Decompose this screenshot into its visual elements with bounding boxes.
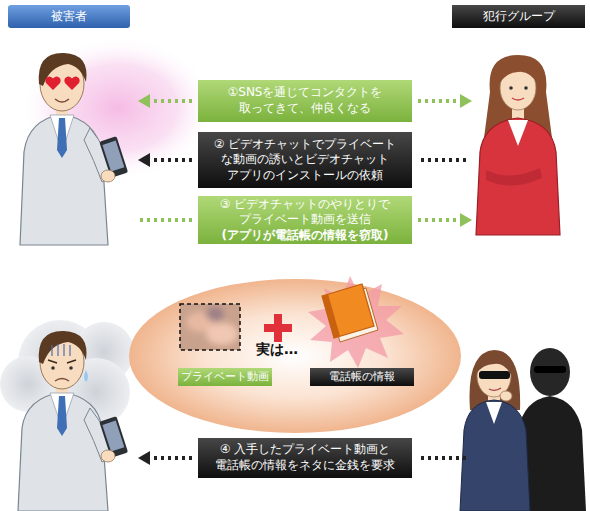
phonebook (322, 284, 378, 342)
actor-label: 犯行グループ (452, 5, 585, 28)
dotted-arrow-line (418, 218, 460, 222)
arrow-head (138, 94, 150, 108)
burst (308, 276, 404, 368)
plus-bar (264, 324, 292, 332)
thumbnail-bg (180, 304, 240, 350)
eye (509, 86, 513, 90)
smirk (489, 388, 501, 390)
hand (101, 170, 115, 182)
tie (57, 396, 67, 436)
arm (486, 168, 542, 186)
revelation-ellipse: 実は… プライベート動画 電話帳の情報 (128, 278, 462, 434)
shock-line (51, 345, 52, 356)
phone-screen (102, 421, 124, 452)
book-spine (322, 294, 340, 338)
red-suit (476, 118, 560, 235)
node-text: ② ビデオチャットでプライベート な動画の誘いとビデオチャット アプリのインスト… (206, 137, 404, 184)
eye (524, 86, 528, 90)
step-box: ④ 入手したプライベート動画と 電話帳の情報をネタに金銭を要求 (198, 438, 412, 478)
victim-happy-figure (20, 36, 216, 245)
arrow-head (138, 153, 150, 167)
step-box: ①SNSを通じてコンタクトを 取ってきて、仲良くなる (198, 80, 412, 122)
sunglasses (479, 371, 510, 379)
item-label: 電話帳の情報 (310, 368, 414, 386)
dashed-frame (180, 304, 240, 350)
shock-line (63, 344, 64, 356)
dotted-arrow-line (150, 456, 192, 460)
blur-blob (206, 307, 224, 321)
blur-blob (186, 312, 214, 332)
smile (512, 98, 524, 100)
victim-shocked-figure (0, 320, 134, 511)
hand (101, 450, 115, 462)
dotted-arrow-line (150, 99, 192, 103)
brows (48, 360, 76, 363)
dark-man-head (530, 348, 570, 396)
node-text: (アプリが電話帳の情報を窃取) (222, 228, 389, 244)
dotted-arrow-line (418, 456, 466, 460)
node-text: ③ ビデオチャットのやりとりで プライベート動画を送信 (206, 197, 404, 228)
shock-line (57, 344, 58, 356)
phone-screen (102, 141, 124, 172)
dotted-arrow-line (140, 218, 192, 222)
node-text: 被害者 (51, 9, 87, 25)
shock-line (69, 345, 70, 356)
tie (57, 118, 67, 158)
hand-on-chin (500, 391, 512, 401)
blur-blob (206, 323, 238, 345)
book-pages (328, 288, 378, 342)
eye (51, 366, 55, 370)
arrow-head (138, 451, 150, 465)
mouth (55, 99, 69, 102)
dotted-arrow-line (418, 99, 460, 103)
hair (39, 331, 87, 364)
bangs (499, 62, 539, 86)
dotted-arrow-line (418, 158, 466, 162)
plus-sign (264, 314, 292, 342)
reveal-text: 実は… (256, 340, 298, 358)
dotted-arrow-line (150, 158, 192, 162)
heart-eye (64, 77, 79, 90)
ellipse-shape (129, 279, 461, 433)
node-text: ④ 入手したプライベート動画と 電話帳の情報をネタに金銭を要求 (206, 442, 404, 473)
node-text: プライベート動画 (181, 370, 269, 383)
actor-label: 被害者 (8, 5, 130, 28)
lure-woman-figure (476, 55, 560, 235)
sunglasses (534, 366, 566, 373)
frown (55, 379, 69, 382)
book-cover (322, 284, 374, 338)
node-text: ①SNSを通じてコンタクトを 取ってきて、仲良くなる (206, 85, 404, 116)
suit (18, 392, 108, 511)
sweat (84, 370, 88, 382)
plus-bar (274, 314, 282, 342)
eye (69, 366, 73, 370)
private-video-thumbnail (180, 304, 240, 350)
node-text: 犯行グループ (483, 9, 555, 25)
criminal-group-figure (460, 348, 586, 511)
node-text: 電話帳の情報 (329, 370, 395, 383)
blurred-content (186, 307, 238, 345)
blouse (508, 120, 528, 146)
blouse (486, 402, 502, 424)
item-label: プライベート動画 (178, 368, 272, 386)
step-box: ③ ビデオチャットのやりとりで プライベート動画を送信(アプリが電話帳の情報を窃… (198, 196, 412, 244)
arrow-head (460, 213, 472, 227)
shock-lines (52, 344, 70, 356)
heart-eye (45, 77, 60, 90)
dark-suit (460, 400, 530, 511)
step-box: ② ビデオチャットでプライベート な動画の誘いとビデオチャット アプリのインスト… (198, 132, 412, 188)
arrow-head (460, 94, 472, 108)
